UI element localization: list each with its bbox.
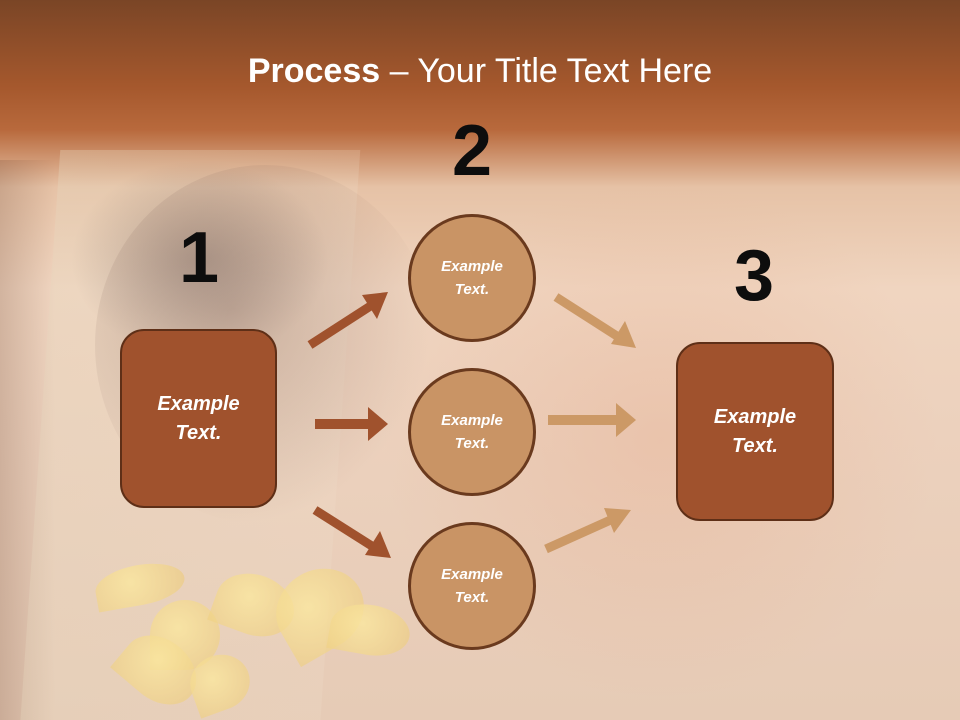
step-2-number: 2 [451, 111, 493, 191]
arrow-2-to-3-mid-head [616, 403, 636, 437]
arrow-2-to-3-bottom [544, 513, 617, 554]
step-2-circle-top[interactable]: Example Text. [408, 214, 536, 342]
step-2-bottom-text: Example Text. [441, 566, 503, 606]
step-2-middle-text: Example Text. [441, 412, 503, 452]
step-1-number: 1 [178, 218, 220, 298]
slide-title: Process – Your Title Text Here [247, 52, 713, 90]
step-3-number: 3 [733, 236, 775, 316]
step-2-top-text: Example Text. [441, 258, 503, 298]
arrow-2-to-3-top-head [611, 321, 636, 348]
step-2-circle-middle[interactable]: Example Text. [408, 368, 536, 496]
arrow-1-to-2-top [307, 301, 375, 349]
step-3-box[interactable]: Example Text. [676, 342, 834, 521]
arrow-1-to-2-bottom [312, 506, 378, 552]
step-3-text: Example Text. [713, 405, 797, 457]
arrow-1-to-2-mid-head [368, 407, 388, 441]
step-1-box[interactable]: Example Text. [120, 329, 277, 508]
arrow-1-to-2-top-head [362, 292, 388, 319]
arrow-2-to-3-top [553, 293, 623, 342]
step-2-circle-bottom[interactable]: Example Text. [408, 522, 536, 650]
step-1-text: Example Text. [157, 392, 240, 444]
arrow-1-to-2-bottom-head [365, 531, 391, 558]
background-hair [70, 160, 330, 360]
arrow-2-to-3-bottom-head [604, 508, 631, 533]
background-strip [0, 160, 55, 720]
